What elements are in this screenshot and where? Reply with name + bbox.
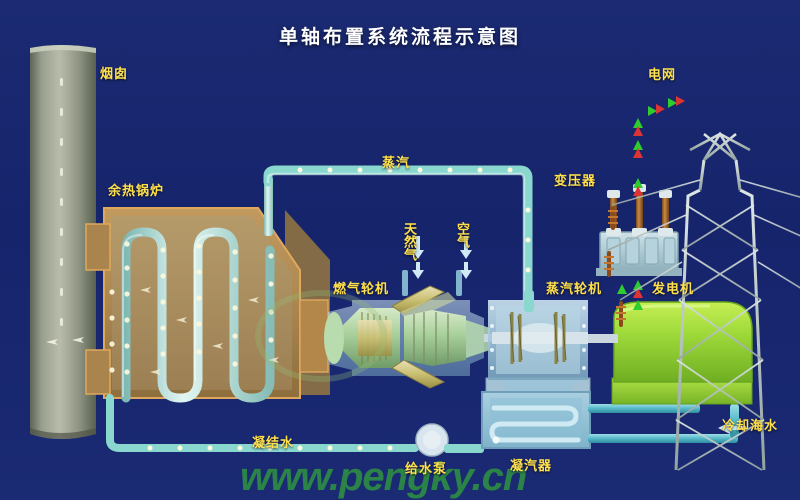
seawater-arrow: [718, 422, 746, 434]
label-cooling-seawater: 冷却海水: [722, 419, 779, 434]
label-condensate: 凝结水: [252, 436, 295, 451]
condensate-line-graphic: [106, 394, 484, 457]
hrsg-graphic: [85, 176, 330, 403]
label-natural-gas: 天然气: [401, 222, 416, 261]
label-generator: 发电机: [652, 282, 695, 297]
watermark-seal: [255, 290, 387, 382]
label-air: 空气: [454, 222, 469, 248]
label-hrsg: 余热锅炉: [108, 184, 165, 199]
transmission-tower-graphic: [607, 131, 800, 471]
label-chimney: 烟囱: [100, 67, 129, 82]
feedwater-pump-graphic: [415, 423, 484, 457]
power-flow-arrows: [617, 96, 685, 310]
label-feedwater-pump: 给水泵: [405, 462, 448, 477]
label-grid: 电网: [648, 68, 677, 83]
label-steam-turbine: 蒸汽轮机: [546, 282, 603, 297]
label-transformer: 变压器: [554, 174, 597, 189]
label-steam: 蒸汽: [382, 156, 411, 171]
watermark-url: www.pengky.cn: [240, 455, 527, 499]
page-title: 单轴布置系统流程示意图: [278, 26, 521, 48]
inlet-arrows: [412, 236, 472, 279]
label-condenser: 凝汽器: [510, 459, 553, 474]
steam-turbine-graphic: [485, 290, 616, 393]
condenser-graphic: [481, 391, 739, 449]
insulator-strings: [604, 206, 626, 327]
label-gas-turbine: 燃气轮机: [333, 282, 390, 297]
steam-line-graphic: [263, 165, 533, 305]
chimney-graphic: [30, 45, 96, 439]
